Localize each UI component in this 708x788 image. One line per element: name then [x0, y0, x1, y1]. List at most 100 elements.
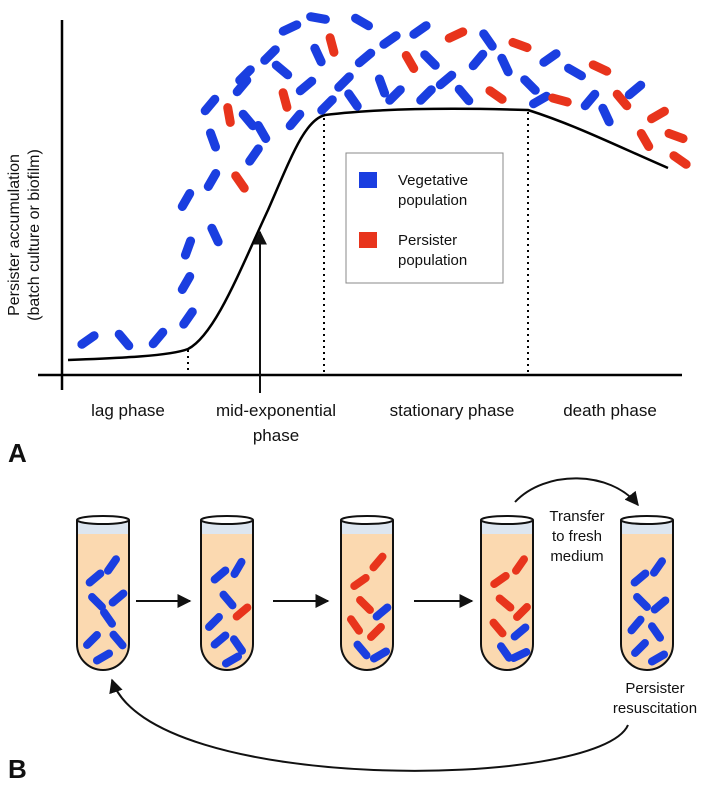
persister-cell [325, 33, 339, 57]
panel-letter-a: A [8, 438, 27, 468]
vegetative-cell [83, 631, 101, 649]
vegetative-cell [630, 569, 650, 587]
persister-cell [664, 128, 688, 144]
test-tube-4 [480, 515, 534, 671]
tube-outline [76, 520, 130, 671]
vegetative-cell [647, 622, 665, 642]
test-tube-1 [76, 515, 130, 671]
persister-cell [495, 594, 515, 612]
vegetative-cell [529, 91, 551, 109]
legend-label-persister-line2: population [398, 252, 467, 269]
phase-label-mid-exponential-line1: mid-exponential [216, 401, 336, 420]
persister-cell [588, 60, 612, 76]
vegetative-cell [647, 650, 669, 666]
persister-cell [401, 51, 419, 73]
vegetative-cell [207, 223, 223, 247]
vegetative-cell [564, 63, 586, 81]
vegetative-cell [295, 76, 317, 96]
tube-rim [480, 515, 534, 525]
vegetative-cell [88, 593, 106, 611]
vegetative-cell [148, 327, 168, 349]
vegetative-cell [496, 642, 514, 662]
vegetative-cell [497, 53, 513, 77]
vegetative-cell [385, 85, 405, 105]
culture-medium [77, 534, 129, 670]
vegetative-cell [353, 640, 371, 660]
panel-a: Persister accumulation (batch culture or… [6, 12, 691, 468]
tube-outline [620, 520, 674, 671]
persister-cell [636, 129, 654, 151]
persister-cell [369, 552, 387, 572]
vegetative-cell [372, 603, 392, 621]
legend-label-vegetative-line2: population [398, 192, 467, 209]
vegetative-cell [203, 169, 221, 191]
tube-rim [340, 515, 394, 525]
vegetative-cell [271, 60, 293, 80]
phase-label-death: death phase [563, 401, 657, 420]
vegetative-cell [649, 557, 667, 577]
legend-label-vegetative-line1: Vegetative [398, 172, 468, 189]
vegetative-cell [598, 103, 614, 127]
vegetative-cell [232, 75, 252, 97]
vegetative-cell [631, 639, 649, 657]
persister-cell [508, 37, 532, 53]
vegetative-cell [306, 12, 330, 24]
persister-cell [485, 86, 507, 104]
persister-cell [444, 27, 468, 43]
vegetative-cell [627, 615, 645, 635]
phase-label-lag: lag phase [91, 401, 165, 420]
vegetative-cell [253, 121, 271, 143]
legend-label-persister-line1: Persister [398, 232, 457, 249]
vegetative-cell [177, 189, 195, 211]
vegetative-cell [230, 557, 246, 579]
vegetative-cell [351, 13, 373, 31]
panel-a-cells [77, 12, 691, 351]
vegetative-cell [509, 648, 531, 662]
vegetative-cell [177, 272, 195, 294]
tube-rim [76, 515, 130, 525]
persister-cell [548, 93, 572, 107]
vegetative-cell [633, 593, 651, 611]
vegetative-cell [580, 89, 600, 111]
vegetative-cell [108, 589, 128, 607]
y-axis-label-line2: (batch culture or biofilm) [26, 149, 43, 321]
vegetative-cell [99, 608, 117, 628]
tube-outline [340, 520, 394, 671]
vegetative-cell [103, 555, 121, 575]
persister-cell [350, 573, 370, 591]
persister-cell [232, 603, 252, 621]
vegetative-cell [92, 649, 114, 665]
vegetative-cell [179, 307, 197, 329]
resuscitation-label-line2: resuscitation [613, 700, 697, 717]
panel-b: Transfer to fresh medium Persister resus… [8, 477, 697, 784]
test-tubes [76, 515, 674, 671]
vegetative-cell [369, 647, 391, 663]
vegetative-cell [85, 569, 105, 587]
vegetative-cell [468, 49, 488, 71]
vegetative-cell [420, 50, 440, 70]
vegetative-cell [109, 630, 127, 650]
persister-cell [511, 555, 529, 575]
vegetative-cell [221, 652, 243, 668]
tube-rim [620, 515, 674, 525]
vegetative-cell [210, 631, 230, 649]
growth-curve [67, 107, 669, 362]
vegetative-cell [379, 31, 401, 49]
legend-swatch-vegetative [359, 172, 377, 188]
persister-cell [278, 88, 292, 112]
persister-cell [669, 151, 691, 169]
vegetative-cell [205, 613, 223, 631]
vegetative-cell [114, 329, 134, 351]
vegetative-cell [278, 20, 302, 36]
persister-cell [231, 171, 249, 193]
resuscitation-label-line1: Persister [625, 680, 684, 697]
test-tube-2 [200, 515, 254, 671]
vegetative-cell [624, 80, 646, 100]
vegetative-cell [285, 109, 305, 131]
persister-cell [612, 89, 632, 111]
phase-label-mid-exponential-line2: phase [253, 426, 299, 445]
persister-cell [346, 615, 364, 635]
transfer-label-line3: medium [550, 548, 603, 565]
vegetative-cell [200, 94, 220, 116]
